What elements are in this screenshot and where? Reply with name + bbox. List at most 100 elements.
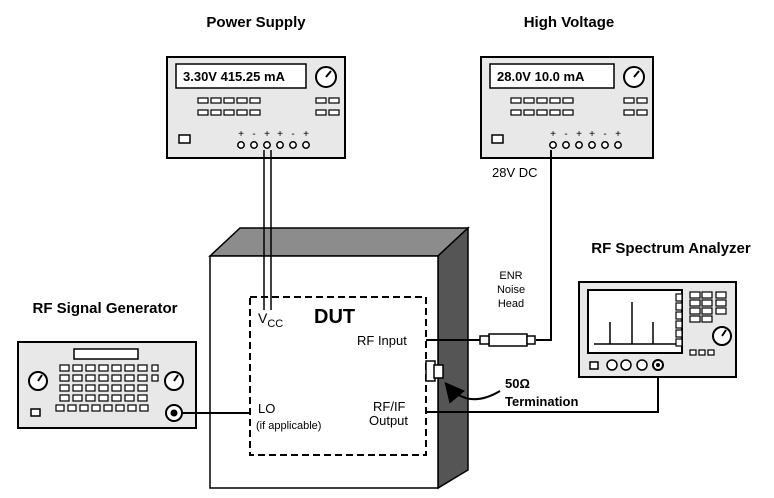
terminal-sign: - bbox=[252, 129, 255, 140]
keypad-button bbox=[79, 404, 89, 412]
keypad-button bbox=[124, 374, 135, 382]
keypad-button bbox=[59, 394, 70, 402]
keypad-button bbox=[636, 97, 648, 104]
keypad-button bbox=[139, 404, 149, 412]
keypad-button bbox=[137, 374, 148, 382]
terminal-post bbox=[276, 141, 284, 149]
keypad-button bbox=[549, 109, 561, 116]
signal-generator-display bbox=[73, 348, 139, 360]
keypad-button bbox=[223, 109, 235, 116]
keypad-button bbox=[210, 97, 222, 104]
terminal-post bbox=[562, 141, 570, 149]
keypad-button bbox=[249, 97, 261, 104]
high-voltage-terminals: +-++-+ bbox=[549, 129, 622, 149]
keypad-button bbox=[715, 299, 727, 307]
terminal-post bbox=[601, 141, 609, 149]
keypad-button bbox=[715, 307, 727, 315]
keypad-button bbox=[59, 384, 70, 392]
keypad-button bbox=[85, 364, 96, 372]
keypad-button bbox=[98, 364, 109, 372]
terminal-sign: + bbox=[303, 129, 309, 140]
keypad-button bbox=[137, 384, 148, 392]
input-port bbox=[606, 359, 618, 371]
keypad-button bbox=[91, 404, 101, 412]
terminal-sign: + bbox=[277, 129, 283, 140]
keypad-button bbox=[636, 109, 648, 116]
keypad-button bbox=[536, 109, 548, 116]
keypad-button bbox=[315, 109, 327, 116]
keypad-button bbox=[85, 394, 96, 402]
high-voltage-output-label: 28V DC bbox=[492, 165, 538, 180]
softkey-button bbox=[675, 293, 683, 302]
input-port bbox=[620, 359, 632, 371]
power-supply-display bbox=[175, 63, 307, 89]
spectrum-analyzer-title: RF Spectrum Analyzer bbox=[591, 240, 751, 257]
spectrum-analyzer-ports bbox=[606, 359, 648, 371]
high-voltage-cable bbox=[536, 150, 552, 341]
keypad-button bbox=[715, 291, 727, 299]
terminal-sign: - bbox=[291, 129, 294, 140]
keypad-button bbox=[689, 315, 701, 323]
keypad-button bbox=[85, 374, 96, 382]
keypad-button bbox=[701, 299, 713, 307]
softkey-button bbox=[675, 329, 683, 338]
power-supply-terminals: +-++-+ bbox=[237, 129, 310, 149]
keypad-button bbox=[236, 97, 248, 104]
dut-side-face bbox=[437, 226, 469, 490]
softkey-button bbox=[675, 302, 683, 311]
keypad-button bbox=[103, 404, 113, 412]
termination-connector bbox=[425, 360, 444, 382]
softkey-button bbox=[675, 311, 683, 320]
power-supply-keypad bbox=[197, 97, 340, 116]
power-supply-power-switch bbox=[178, 134, 191, 144]
signal-generator-power-switch bbox=[30, 408, 41, 417]
keypad-button bbox=[315, 97, 327, 104]
keypad-button bbox=[707, 349, 715, 356]
terminal-post bbox=[549, 141, 557, 149]
high-voltage-power-switch bbox=[491, 134, 504, 144]
keypad-button bbox=[523, 109, 535, 116]
keypad-button bbox=[698, 349, 706, 356]
terminal-post bbox=[250, 141, 258, 149]
keypad-button bbox=[197, 109, 209, 116]
keypad-button bbox=[701, 315, 713, 323]
rfif-output-cable bbox=[426, 370, 659, 413]
termination-arrow bbox=[444, 381, 501, 404]
spectrum-trace bbox=[594, 302, 676, 345]
keypad-button bbox=[85, 384, 96, 392]
terminal-sign: + bbox=[615, 129, 621, 140]
spectrum-analyzer-softkeys bbox=[675, 293, 683, 347]
keypad-button bbox=[111, 364, 122, 372]
keypad-button bbox=[328, 97, 340, 104]
keypad-button bbox=[701, 307, 713, 315]
power-supply-display-text: 3.30V 415.25 mA bbox=[183, 69, 286, 84]
keypad-button bbox=[127, 404, 137, 412]
terminal-post bbox=[289, 141, 297, 149]
input-port bbox=[636, 359, 648, 371]
terminal-sign: + bbox=[576, 129, 582, 140]
keypad-button bbox=[111, 374, 122, 382]
keypad-button bbox=[59, 364, 70, 372]
keypad-button bbox=[67, 404, 77, 412]
keypad-button bbox=[98, 394, 109, 402]
keypad-button bbox=[72, 374, 83, 382]
keypad-button bbox=[689, 299, 701, 307]
signal-generator-instrument bbox=[17, 341, 197, 429]
keypad-button bbox=[111, 384, 122, 392]
keypad-button bbox=[536, 97, 548, 104]
terminal-post bbox=[575, 141, 583, 149]
rfif-label-line1: RF/IF bbox=[373, 399, 406, 414]
terminal-sign: + bbox=[238, 129, 244, 140]
termination-label-line2: Termination bbox=[505, 394, 578, 409]
keypad-button bbox=[197, 97, 209, 104]
keypad-button bbox=[124, 394, 135, 402]
keypad-button bbox=[72, 394, 83, 402]
lo-note: (if applicable) bbox=[256, 420, 321, 432]
keypad-button bbox=[72, 384, 83, 392]
dut-enclosure bbox=[208, 226, 470, 490]
keypad-button bbox=[623, 97, 635, 104]
keypad-button bbox=[523, 97, 535, 104]
keypad-button bbox=[151, 364, 159, 372]
keypad-button bbox=[689, 349, 697, 356]
keypad-button bbox=[137, 364, 148, 372]
